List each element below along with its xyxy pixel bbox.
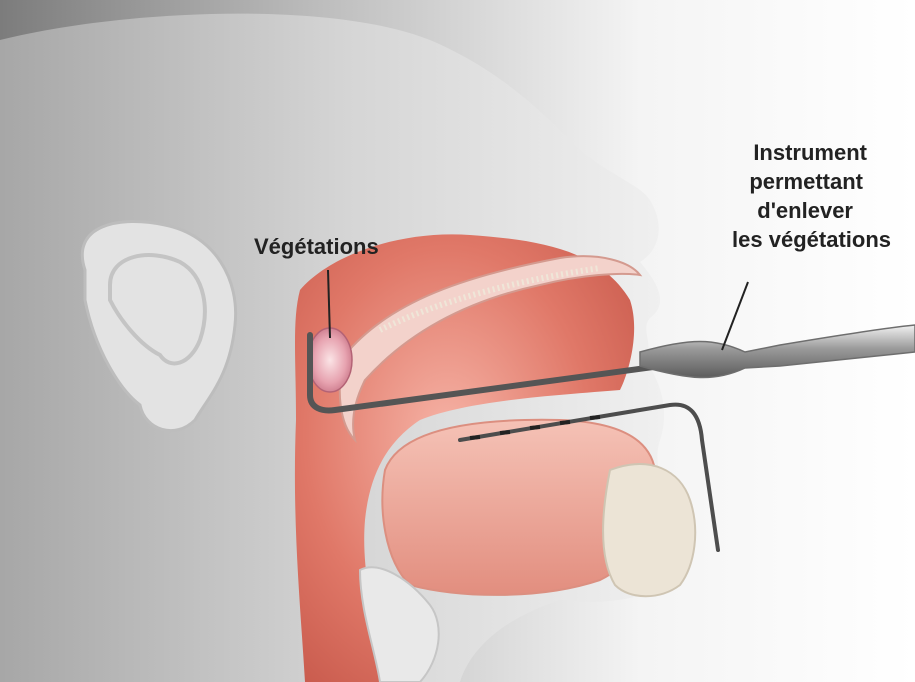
instrument-label-line-3: d'enlever xyxy=(757,196,853,225)
vegetations-label: Végétations xyxy=(254,232,379,261)
chin xyxy=(603,464,695,596)
instrument-label-line-4: les végétations xyxy=(732,225,891,254)
instrument-label-line-2: permettant xyxy=(749,167,863,196)
instrument-label-line-1: Instrument xyxy=(753,138,867,167)
instrument-label: Instrument permettant d'enlever les végé… xyxy=(651,138,891,254)
